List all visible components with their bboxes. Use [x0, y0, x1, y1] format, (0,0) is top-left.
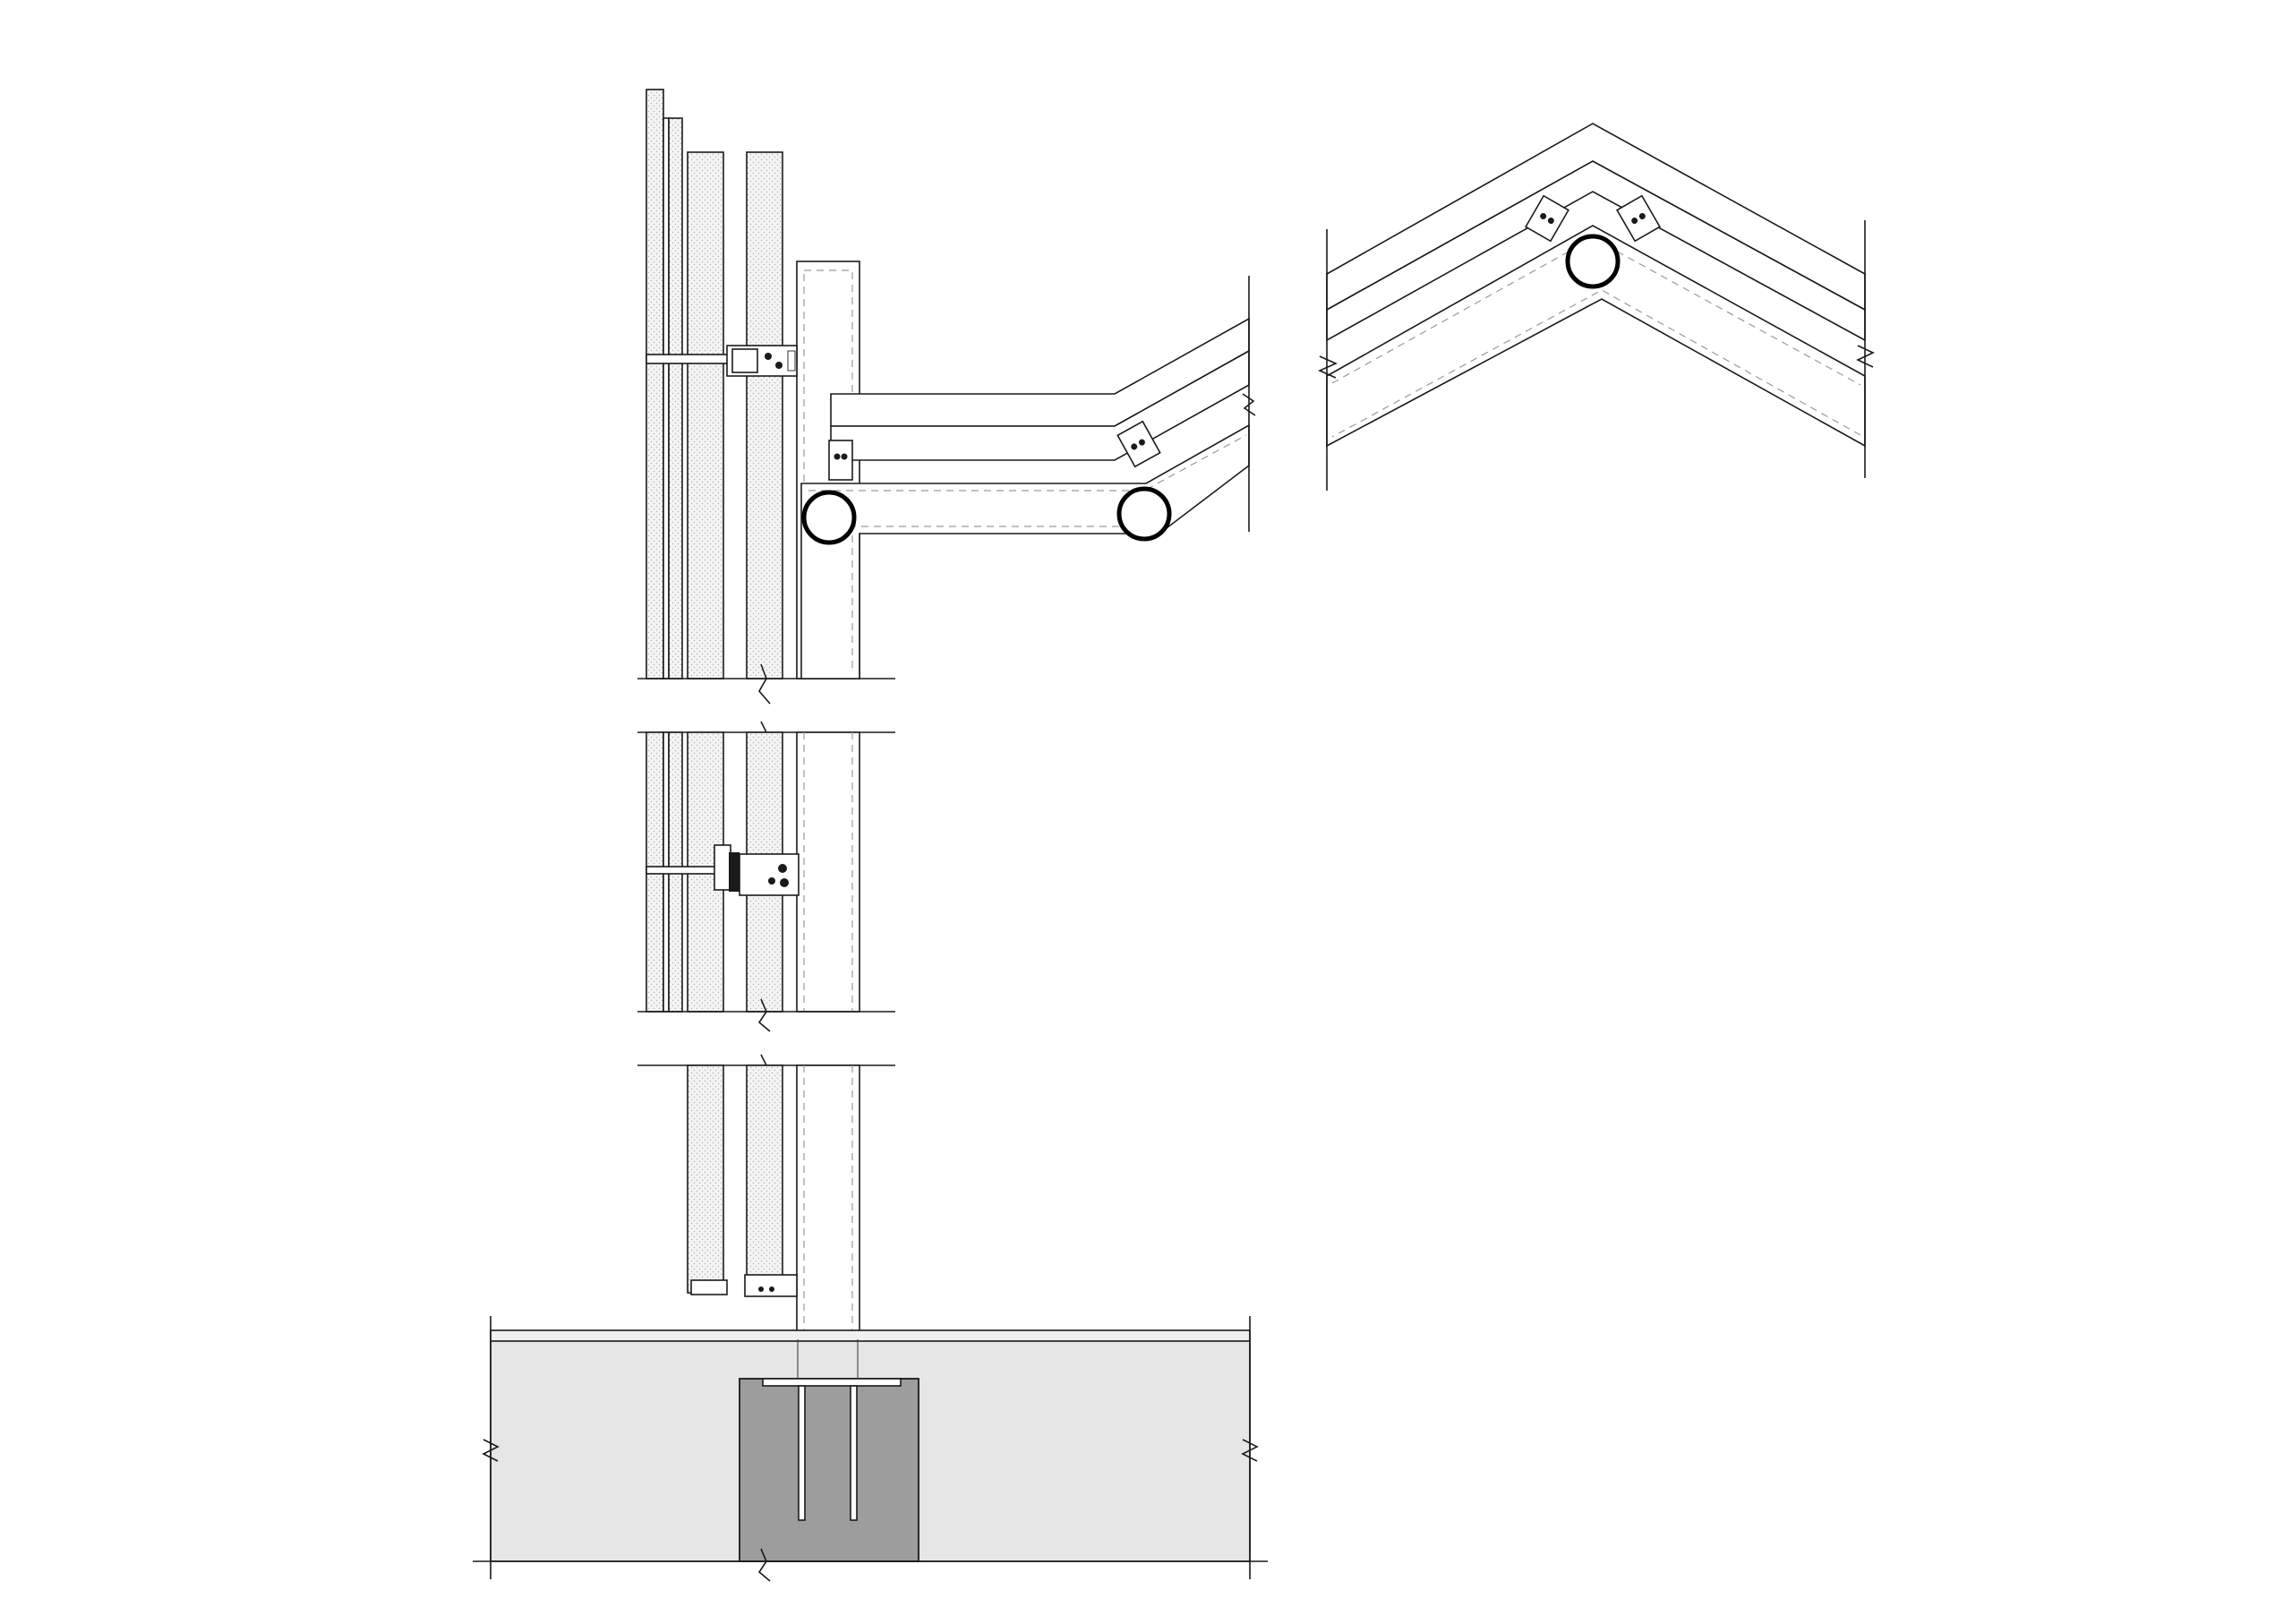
cladding-layer-second: [668, 117, 683, 680]
bracket-connector-icon: [690, 1274, 798, 1297]
insulation-panel-outer: [687, 1064, 724, 1294]
break-line-icon: [757, 998, 771, 1032]
insulation-panel-inner: [746, 151, 783, 680]
wall-section-top: [637, 89, 895, 705]
cladding-layer-outer: [646, 89, 664, 680]
bracket-connector-icon: [1525, 194, 1569, 243]
break-line-icon: [758, 663, 771, 705]
roof-ridge-section: [1318, 123, 1875, 491]
slab-screed: [490, 1329, 1251, 1342]
ridge-hidden-line: [1331, 237, 1861, 438]
bracket-connector-icon: [714, 844, 800, 896]
roof-eave-section: [800, 276, 1256, 680]
concrete-footing: [739, 1378, 919, 1562]
eave-hidden-line: [808, 434, 1247, 673]
foundation: [473, 1316, 1268, 1582]
wall-section-bottom: [637, 1054, 895, 1340]
break-line-icon: [482, 1439, 500, 1462]
break-line-icon: [1856, 345, 1875, 368]
tube-section-icon: [1565, 234, 1621, 289]
insulation-panel-outer: [687, 151, 724, 680]
break-line-icon: [1318, 355, 1338, 379]
timber-post: [796, 1064, 860, 1340]
cladding-batten: [663, 117, 670, 680]
wall-section-middle: [637, 721, 895, 1032]
tube-section-icon: [1116, 486, 1172, 542]
insulation-panel-inner: [746, 1064, 783, 1294]
bracket-connector-icon: [726, 345, 798, 377]
anchor-rod: [798, 1385, 806, 1521]
bracket-connector-icon: [1616, 194, 1661, 243]
base-plate: [762, 1378, 902, 1387]
bracket-connector-icon: [1116, 420, 1161, 468]
bracket-connector-icon: [828, 440, 853, 481]
break-line-icon: [1242, 393, 1256, 416]
break-line-icon: [757, 1548, 771, 1582]
anchor-rod: [850, 1385, 858, 1521]
break-line-icon: [1241, 1439, 1259, 1462]
tube-section-icon: [801, 490, 857, 545]
eave-beam: [800, 423, 1250, 680]
timber-post: [796, 731, 860, 1013]
